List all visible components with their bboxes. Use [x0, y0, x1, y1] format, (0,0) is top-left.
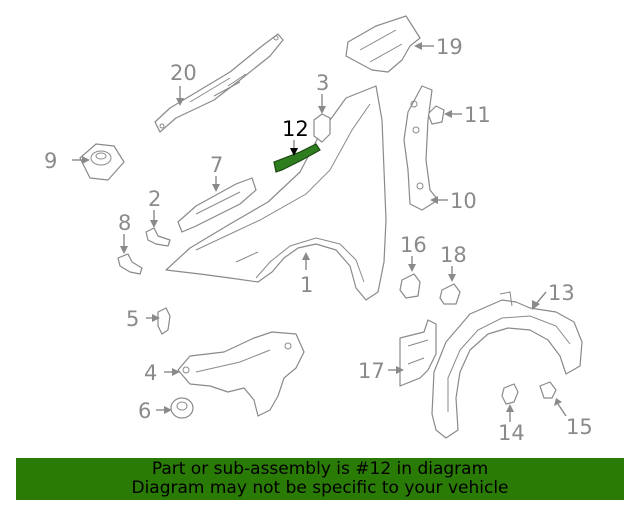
parts-diagram: 20 19 3 11 12 9 7 10 2 8 16 18 1 13 5 4 …	[44, 15, 593, 445]
part-2-bolt[interactable]	[145, 227, 171, 247]
callout-7: 7	[210, 153, 223, 177]
part-1-fender[interactable]	[165, 85, 387, 301]
part-4-lower-bracket[interactable]	[177, 331, 305, 417]
part-18-clip[interactable]	[439, 283, 461, 305]
callout-2: 2	[148, 187, 161, 211]
callout-5: 5	[126, 307, 139, 331]
banner-line-1: Part or sub-assembly is #12 in diagram	[151, 459, 489, 479]
callout-17: 17	[358, 359, 385, 383]
part-12-highlighted[interactable]	[273, 143, 321, 173]
callout-10: 10	[450, 189, 477, 213]
callout-15: 15	[566, 415, 593, 439]
part-19-cover[interactable]	[345, 15, 421, 73]
callout-13: 13	[548, 281, 575, 305]
callout-12: 12	[282, 117, 309, 141]
part-15-push-pin[interactable]	[539, 381, 557, 399]
part-16-clip[interactable]	[399, 273, 421, 299]
part-6-grommet[interactable]	[170, 397, 194, 419]
callout-4: 4	[144, 361, 157, 385]
leader-lines	[72, 42, 567, 422]
part-20-rail-bracket[interactable]	[154, 33, 284, 133]
callout-16: 16	[400, 233, 427, 257]
part-9-pad[interactable]	[79, 143, 125, 181]
callout-3: 3	[316, 71, 329, 95]
callout-9: 9	[44, 149, 57, 173]
callout-19: 19	[436, 35, 463, 59]
callout-20: 20	[170, 61, 197, 85]
callout-6: 6	[138, 399, 151, 423]
part-17-splash-shield[interactable]	[399, 319, 437, 387]
callout-labels: 20 19 3 11 12 9 7 10 2 8 16 18 1 13 5 4 …	[44, 35, 593, 445]
banner-line-2: Diagram may not be specific to your vehi…	[131, 478, 509, 498]
part-8-bolt[interactable]	[117, 253, 143, 275]
callout-14: 14	[498, 421, 525, 445]
part-7-bracket[interactable]	[177, 177, 257, 233]
part-14-push-pin[interactable]	[501, 383, 519, 405]
part-13-wheel-liner[interactable]	[431, 291, 583, 439]
callout-1: 1	[300, 273, 313, 297]
callout-8: 8	[118, 211, 131, 235]
part-11-bolt[interactable]	[427, 105, 445, 125]
part-10-side-bracket[interactable]	[403, 85, 439, 211]
callout-18: 18	[440, 243, 467, 267]
info-banner: Part or sub-assembly is #12 in diagram D…	[16, 458, 624, 500]
part-5-screw[interactable]	[157, 307, 171, 335]
callout-11: 11	[464, 103, 491, 127]
